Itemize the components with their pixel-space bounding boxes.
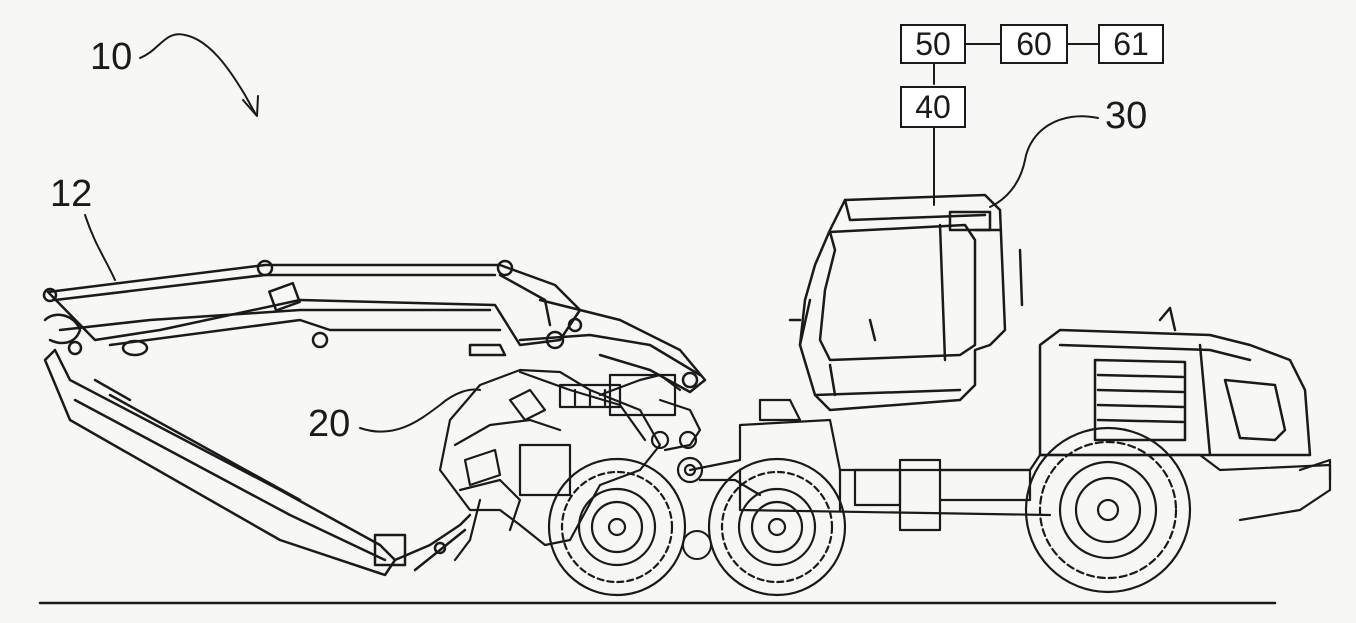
leader-10-arrow: [242, 95, 259, 117]
label-20: 20: [308, 403, 351, 445]
leader-30: [989, 115, 1099, 208]
block-50: 50: [900, 24, 966, 64]
chassis: [676, 398, 1332, 532]
label-10: 10: [90, 36, 133, 78]
block-61: 61: [1098, 24, 1164, 64]
wheel-front-2: [707, 457, 847, 597]
leader-20: [359, 388, 481, 433]
leader-12: [84, 214, 116, 281]
boom: [42, 259, 707, 577]
block-40: 40: [900, 86, 966, 128]
bogie-pivot: [682, 530, 712, 560]
block-60: 60: [1000, 24, 1068, 64]
wheel-rear: [1024, 426, 1192, 594]
harvester-head: [438, 368, 702, 562]
label-30: 30: [1105, 95, 1148, 137]
cab: [788, 193, 1024, 412]
wheel-front-1: [547, 457, 687, 597]
label-12: 12: [50, 173, 93, 215]
engine-hood: [1038, 306, 1312, 457]
leader-10: [139, 33, 256, 114]
